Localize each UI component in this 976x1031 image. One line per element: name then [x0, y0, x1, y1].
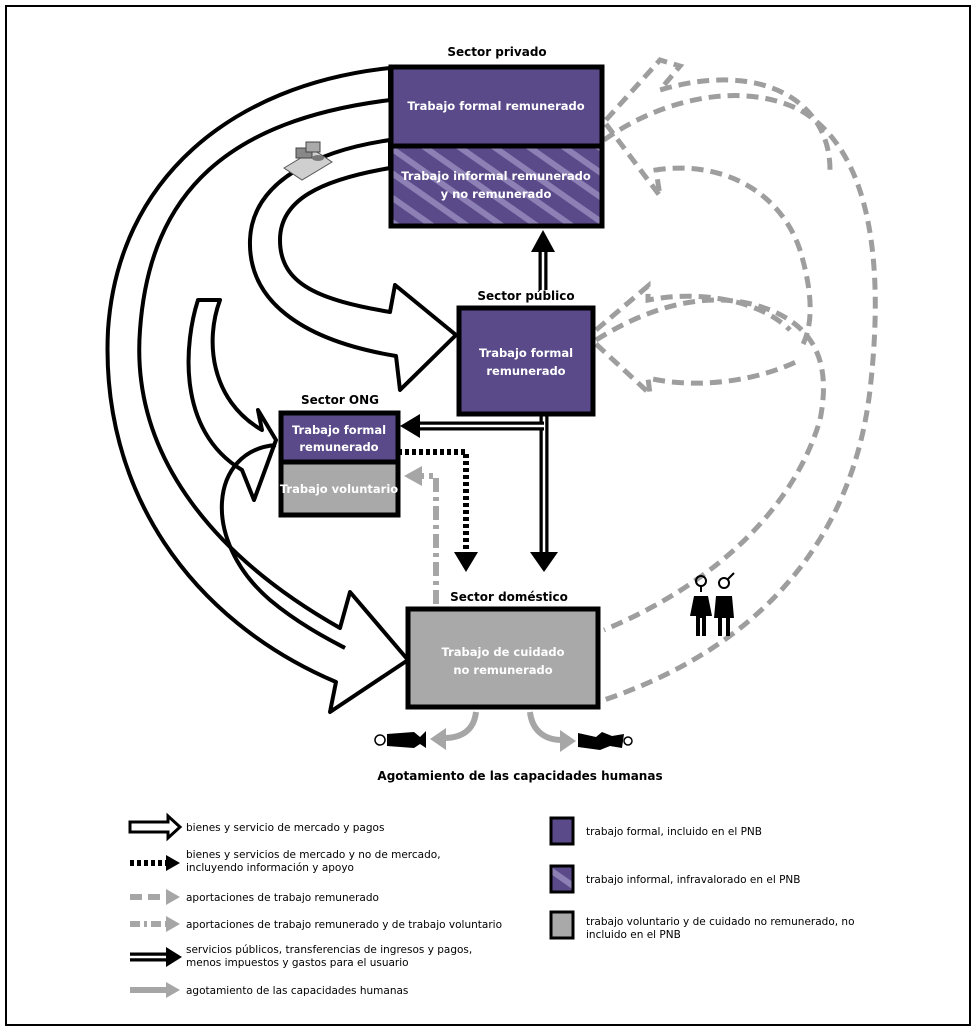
legend-icon-dotted-black-arrow: [130, 855, 180, 871]
ngo-voluntary-label: Trabajo voluntario: [280, 482, 398, 496]
hollow-arrows: [105, 66, 458, 714]
private-informal-box: [388, 143, 605, 229]
legend-icon-hollow-arrow: [128, 812, 183, 842]
ngo-formal-box: [278, 410, 401, 465]
ngo-voluntary-box: [278, 459, 401, 518]
outer-border: [5, 5, 971, 1026]
private-formal-label: Trabajo formal remunerado: [407, 99, 584, 113]
double-arrows: [398, 230, 558, 604]
legend-left: bienes y servicio de mercado y pagos bie…: [128, 812, 502, 998]
dashed-arrowhead-private-bottom: [604, 122, 813, 352]
dashed-arrowhead-public-top: [594, 280, 792, 332]
dashed-arrow-domestic-to-private: [602, 93, 878, 703]
legend-text-4: aportaciones de trabajo remunerado y de …: [186, 919, 502, 931]
couple-icon: [690, 572, 735, 636]
legend-icon-solid-gray-arrow: [130, 982, 180, 998]
legend-right-text-3a: trabajo voluntario y de cuidado no remun…: [586, 916, 855, 928]
depletion-arrows: [443, 711, 563, 743]
ngo-sector-title: Sector ONG: [301, 393, 379, 407]
legend-icon-double-black-arrow: [130, 947, 182, 967]
depletion-caption: Agotamiento de las capacidades humanas: [377, 769, 662, 783]
legend-swatch-informal: [549, 864, 575, 894]
legend-right-text-1: trabajo formal, incluido en el PNB: [586, 826, 762, 838]
domestic-care-box: [405, 606, 601, 710]
domestic-sector-title: Sector doméstico: [450, 590, 568, 604]
fallen-person-icon: [374, 731, 426, 748]
public-formal-label-1: Trabajo formal: [479, 346, 573, 360]
fallen-person-icon: [578, 732, 633, 750]
dashed-arrowhead-private-top: [604, 57, 833, 171]
legend-text-1: bienes y servicio de mercado y pagos: [186, 822, 384, 834]
private-formal-box: [388, 64, 605, 149]
dashed-gray-arrows: [594, 57, 878, 703]
dashed-arrowhead-public-bottom: [594, 342, 802, 401]
legend-text-2a: bienes y servicios de mercado y no de me…: [186, 849, 441, 861]
legend-text-6: agotamiento de las capacidades humanas: [186, 985, 408, 997]
money-icon: [283, 141, 333, 181]
legend-swatch-formal: [549, 816, 575, 846]
legend-icon-dashdot-gray-arrow: [130, 916, 180, 932]
ngo-formal-label-1: Trabajo formal: [292, 423, 386, 437]
public-sector-title: Sector público: [477, 289, 574, 303]
dashed-arrow-domestic-to-public: [594, 297, 826, 633]
ngo-formal-label-2: remunerado: [299, 440, 378, 454]
legend-right-text-2: trabajo informal, infravalorado en el PN…: [586, 874, 800, 886]
domestic-care-label-2: no remunerado: [453, 663, 552, 677]
arrow-private-to-domestic: [105, 66, 410, 714]
private-informal-label-1: Trabajo informal remunerado: [401, 169, 591, 183]
public-formal-label-2: remunerado: [486, 364, 565, 378]
legend-text-2b: incluyendo información y apoyo: [186, 862, 354, 874]
legend-right-text-3b: incluido en el PNB: [586, 929, 681, 941]
legend-text-5a: servicios públicos, transferencias de in…: [186, 944, 472, 956]
legend-text-3: aportaciones de trabajo remunerado: [186, 892, 379, 904]
public-formal-box: [456, 305, 596, 417]
legend-right: trabajo formal, incluido en el PNB traba…: [549, 816, 855, 941]
arrow-private-to-public: [247, 138, 458, 392]
legend-text-5b: menos impuestos y gastos para el usuario: [186, 957, 409, 969]
legend-icon-dashed-gray-arrow: [130, 889, 180, 905]
private-sector-title: Sector privado: [447, 45, 546, 59]
arrow-ngo-to-domestic: [220, 443, 346, 650]
legend-swatch-voluntary: [549, 910, 575, 940]
private-informal-label-2: y no remunerado: [441, 187, 552, 201]
domestic-care-label-1: Trabajo de cuidado: [442, 645, 565, 659]
